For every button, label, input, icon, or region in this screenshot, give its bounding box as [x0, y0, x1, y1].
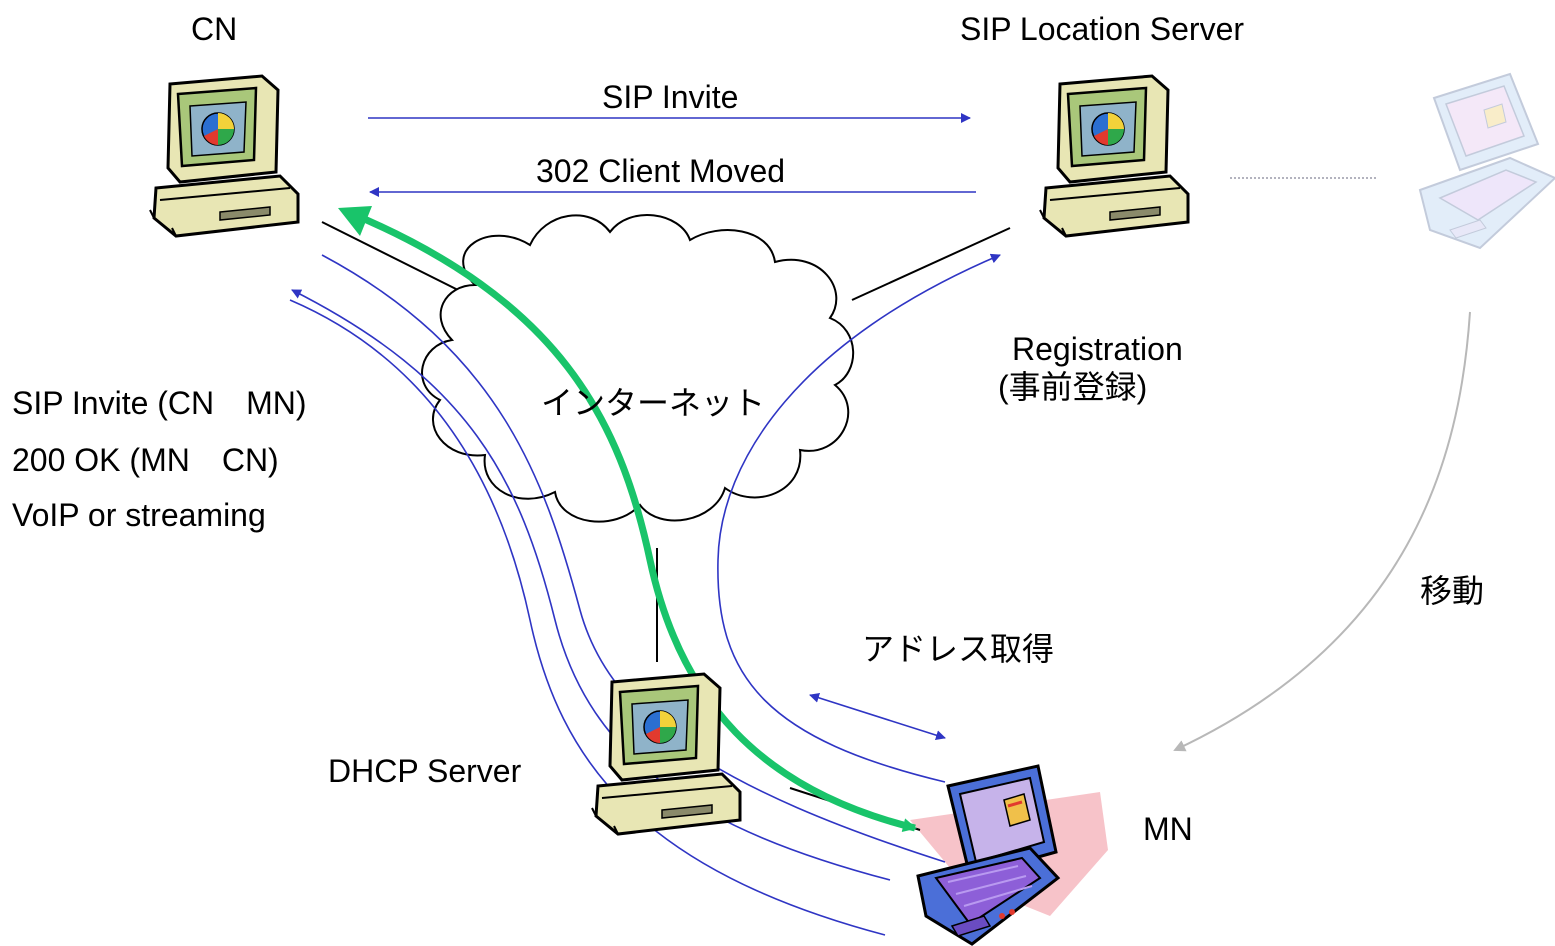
sip-invite-label: SIP Invite — [602, 79, 739, 115]
address-acquisition-arrow — [809, 692, 946, 741]
mn-laptop-before-move-icon — [1418, 72, 1555, 250]
cn-label: CN — [191, 11, 238, 47]
movement-arrow — [1173, 311, 1471, 752]
mn-label: MN — [1143, 811, 1193, 847]
link-location-server-internet — [851, 227, 1011, 301]
location-server-label: SIP Location Server — [960, 11, 1245, 47]
movement-label: 移動 — [1420, 573, 1485, 609]
flow-200-ok — [291, 289, 891, 881]
flow-label-200-ok: 200 OK (MN CN) — [12, 442, 279, 478]
cn-computer-icon — [148, 74, 300, 238]
registration-note-label: (事前登録) — [998, 369, 1148, 405]
flow-label-sip-invite: SIP Invite (CN MN) — [12, 385, 307, 421]
link-cn-internet — [321, 221, 479, 301]
location-server-computer-icon — [1038, 74, 1190, 238]
flow-sip-invite — [321, 254, 946, 863]
registration-label: Registration — [1012, 331, 1183, 367]
internet-label: インターネット — [541, 385, 766, 421]
address-acquisition-label: アドレス取得 — [862, 631, 1055, 667]
media-path-start-head — [338, 206, 372, 236]
mn-laptop-icon — [916, 764, 1061, 946]
media-path-arrow — [346, 208, 917, 832]
client-moved-label: 302 Client Moved — [536, 153, 786, 189]
flow-voip — [289, 299, 886, 936]
dhcp-server-label: DHCP Server — [328, 753, 522, 789]
registration-arrow — [717, 253, 1001, 783]
flow-label-voip: VoIP or streaming — [12, 497, 266, 533]
dhcp-server-computer-icon — [590, 672, 742, 836]
internet-cloud — [421, 214, 855, 523]
